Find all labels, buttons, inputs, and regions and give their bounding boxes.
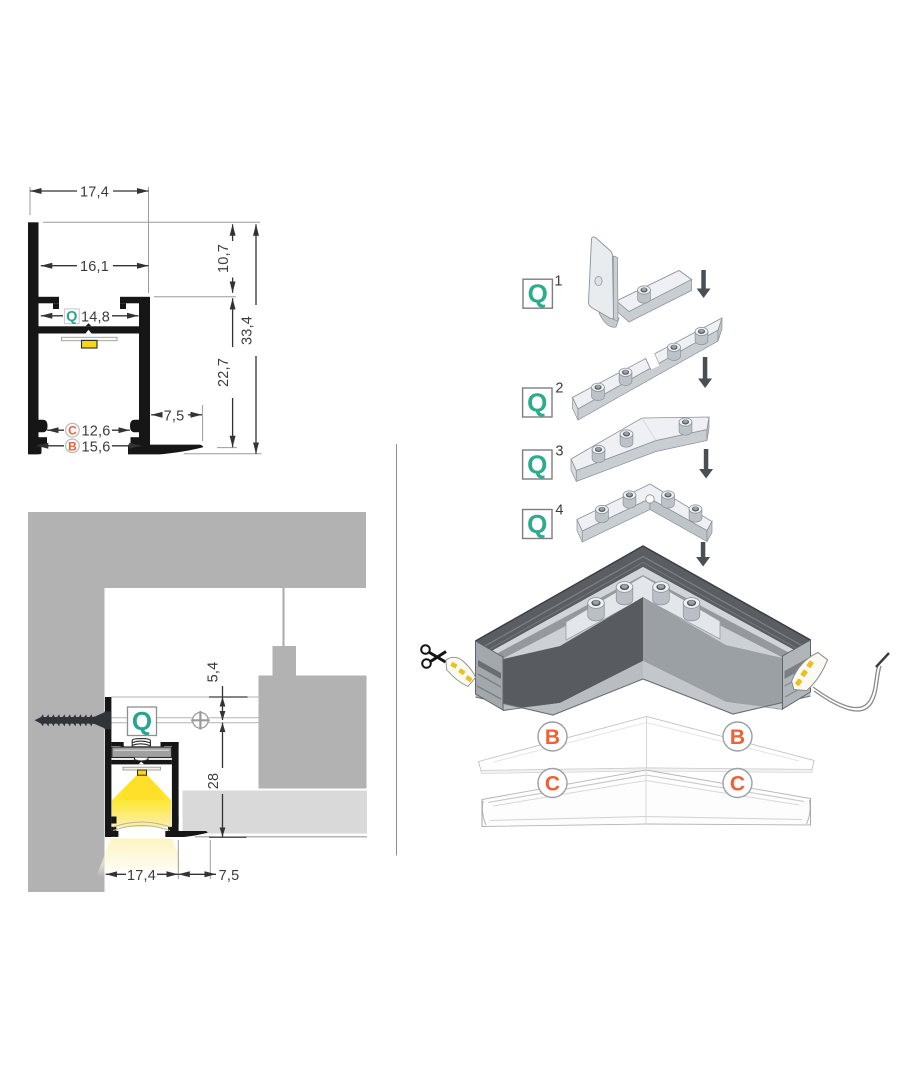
svg-text:B: B [68, 439, 77, 453]
svg-text:33,4: 33,4 [240, 316, 256, 345]
svg-text:Q: Q [528, 279, 548, 309]
svg-text:1: 1 [554, 274, 562, 290]
svg-text:C: C [730, 773, 745, 796]
svg-text:5,4: 5,4 [206, 662, 222, 683]
svg-text:12,6: 12,6 [81, 424, 110, 440]
svg-text:17,4: 17,4 [80, 185, 109, 201]
svg-text:14,8: 14,8 [81, 309, 110, 325]
svg-text:B: B [730, 726, 745, 749]
svg-text:7,5: 7,5 [219, 868, 240, 884]
svg-text:15,6: 15,6 [81, 439, 110, 455]
svg-text:C: C [68, 424, 77, 438]
svg-text:4: 4 [555, 503, 563, 519]
svg-text:22,7: 22,7 [216, 358, 232, 387]
svg-text:Q: Q [527, 387, 547, 417]
svg-text:28: 28 [206, 773, 222, 790]
svg-text:17,4: 17,4 [127, 868, 156, 884]
svg-text:Q: Q [132, 706, 152, 736]
svg-text:3: 3 [555, 444, 563, 460]
svg-text:C: C [545, 773, 560, 796]
svg-text:B: B [545, 726, 560, 749]
svg-text:16,1: 16,1 [80, 259, 109, 275]
svg-text:10,7: 10,7 [216, 244, 232, 273]
svg-text:2: 2 [555, 381, 563, 397]
svg-text:Q: Q [527, 509, 547, 539]
svg-text:7,5: 7,5 [164, 408, 185, 424]
svg-text:Q: Q [66, 309, 77, 325]
svg-text:Q: Q [527, 449, 547, 479]
